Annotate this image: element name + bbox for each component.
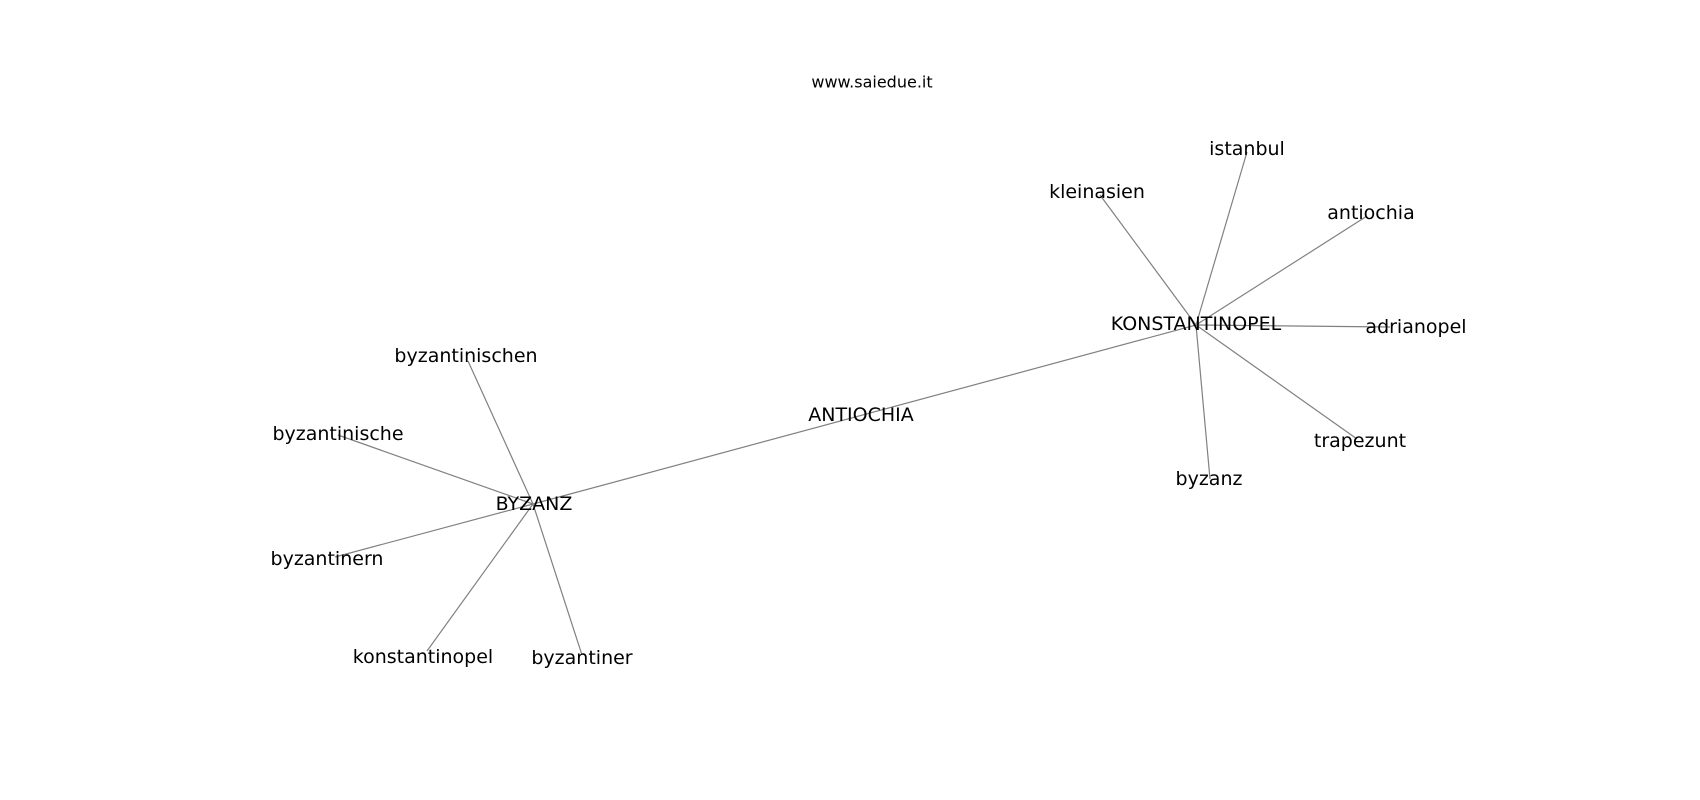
node-label-antiochia: antiochia xyxy=(1327,202,1414,224)
edge-konstantinopel_hub-trapezunt xyxy=(1195,324,1358,440)
edge-konstantinopel_hub-kleinasien xyxy=(1099,194,1197,326)
edge-byzanz_hub-konstantinopel xyxy=(426,503,534,652)
node-label-byzantinern: byzantinern xyxy=(271,548,384,570)
node-label-adrianopel: adrianopel xyxy=(1365,316,1466,338)
node-label-byzanz: byzanz xyxy=(1176,468,1243,490)
edge-konstantinopel_hub-byzanz xyxy=(1195,324,1211,480)
edge-byzanz_hub-byzantiner xyxy=(532,503,583,656)
edge-byzanz_hub-byzantinern xyxy=(334,503,534,558)
edge-byzanz_hub-konstantinopel_hub xyxy=(532,324,1197,505)
edge-konstantinopel_hub-istanbul xyxy=(1195,151,1248,326)
node-label-kleinasien: kleinasien xyxy=(1049,181,1145,203)
node-label-trapezunt: trapezunt xyxy=(1314,430,1406,452)
node-label-konstantinopel_hub: KONSTANTINOPEL xyxy=(1111,313,1282,335)
node-label-byzantinische: byzantinische xyxy=(272,423,403,445)
edge-byzanz_hub-byzantinische xyxy=(337,434,534,505)
nodes-layer: ANTIOCHIA BYZANZ KONSTANTINOPEL byzantinisc… xyxy=(271,138,1467,669)
edge-konstantinopel_hub-antiochia xyxy=(1195,215,1368,326)
watermark-text: www.saiedue.it xyxy=(811,73,932,92)
edge-konstantinopel_hub-adrianopel xyxy=(1195,324,1391,328)
node-label-istanbul: istanbul xyxy=(1209,138,1285,160)
node-label-byzanz_hub: BYZANZ xyxy=(496,493,573,515)
node-label-konstantinopel: konstantinopel xyxy=(353,646,493,668)
node-label-byzantiner: byzantiner xyxy=(531,647,632,669)
node-label-byzantinischen: byzantinischen xyxy=(394,345,537,367)
edge-byzanz_hub-byzantinischen xyxy=(467,360,534,505)
edges-layer xyxy=(334,151,1391,656)
node-label-antiochia_hub: ANTIOCHIA xyxy=(808,404,914,426)
